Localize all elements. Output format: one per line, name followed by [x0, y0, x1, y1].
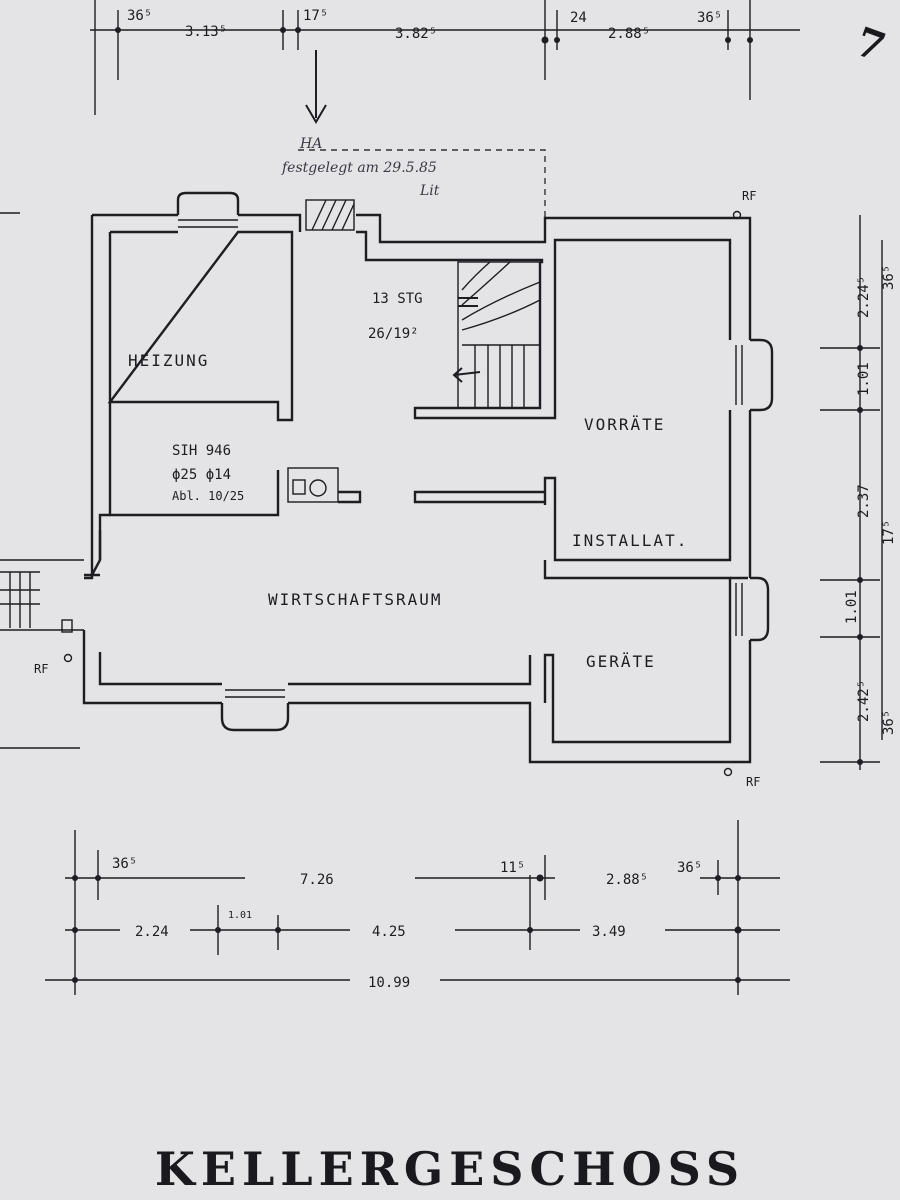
room-wirtschaftsraum: WIRTSCHAFTSRAUM — [268, 590, 443, 609]
exterior-stair — [0, 559, 84, 633]
right-dim-2: 2.24⁵ — [856, 276, 872, 318]
bottom-dim-2-4: 3.49 — [592, 924, 626, 940]
right-dim-7: 2.42⁵ — [856, 680, 872, 722]
boiler-abl: Abl. 10/25 — [172, 489, 244, 503]
right-dimension-chain: 36⁵ 2.24⁵ 1.01 2.37 17⁵ 1.01 2.42⁵ 36⁵ — [820, 215, 897, 770]
rf-label-top: RF — [742, 189, 756, 203]
handwritten-date: festgelegt am 29.5.85 — [281, 160, 437, 176]
bottom-dimension-chains: 36⁵ 7.26 11⁵ 2.88⁵ 36⁵ 2.24 1.01 4.25 3.… — [45, 820, 790, 995]
bottom-dim-1-3: 11⁵ — [500, 860, 525, 876]
staircase — [452, 261, 541, 409]
room-vorraete: VORRÄTE — [584, 415, 665, 434]
room-installat: INSTALLAT. — [572, 531, 688, 550]
connection-annotation: HA festgelegt am 29.5.85 Lit — [281, 50, 546, 231]
top-dim-2: 3.13⁵ — [185, 24, 227, 40]
bottom-dim-2-1: 2.24 — [135, 924, 169, 940]
stair-steps: 13 STG — [372, 291, 423, 307]
right-dim-6: 1.01 — [844, 590, 860, 624]
top-dim-7: 36⁵ — [697, 10, 722, 26]
rf-label-left: RF — [34, 662, 48, 676]
handwritten-initials: Lit — [419, 183, 440, 199]
right-dim-8: 36⁵ — [881, 710, 897, 735]
room-heizung: HEIZUNG — [128, 351, 209, 370]
bottom-dim-1-4: 2.88⁵ — [606, 872, 648, 888]
bottom-dim-1-1: 36⁵ — [112, 856, 137, 872]
top-dim-6: 2.88⁵ — [608, 26, 650, 42]
stair-ratio: 26/19² — [368, 326, 419, 342]
bottom-dim-1-2: 7.26 — [300, 872, 334, 888]
boiler-model: SIH 946 — [172, 443, 231, 459]
boiler-diameters: ϕ25 ϕ14 — [172, 467, 231, 483]
top-dim-4: 3.82⁵ — [395, 26, 437, 42]
right-dim-4: 2.37 — [856, 484, 872, 518]
right-dim-1: 36⁵ — [881, 265, 897, 290]
walls — [82, 191, 774, 764]
corner-mark: 7 — [849, 18, 897, 74]
handwritten-ha: HA — [299, 136, 322, 152]
rf-label-bottom: RF — [746, 775, 760, 789]
right-dim-3: 1.01 — [856, 362, 872, 396]
top-dimension-chain: 36⁵ 3.13⁵ 17⁵ 3.82⁵ 24 2.88⁵ 36⁵ — [90, 0, 800, 115]
room-geraete: GERÄTE — [586, 652, 656, 671]
bottom-dim-2-3: 4.25 — [372, 924, 406, 940]
right-dim-5: 17⁵ — [881, 520, 897, 545]
top-dim-1: 36⁵ — [127, 8, 152, 24]
bottom-dim-1-5: 36⁵ — [677, 860, 702, 876]
top-dim-5: 24 — [570, 10, 587, 26]
rf-markers: RF RF RF — [34, 189, 760, 789]
page-title: KELLERGESCHOSS — [155, 1142, 745, 1196]
bottom-dim-2-2: 1.01 — [228, 910, 252, 921]
bottom-dim-3-1: 10.99 — [368, 975, 410, 991]
top-dim-3: 17⁵ — [303, 8, 328, 24]
